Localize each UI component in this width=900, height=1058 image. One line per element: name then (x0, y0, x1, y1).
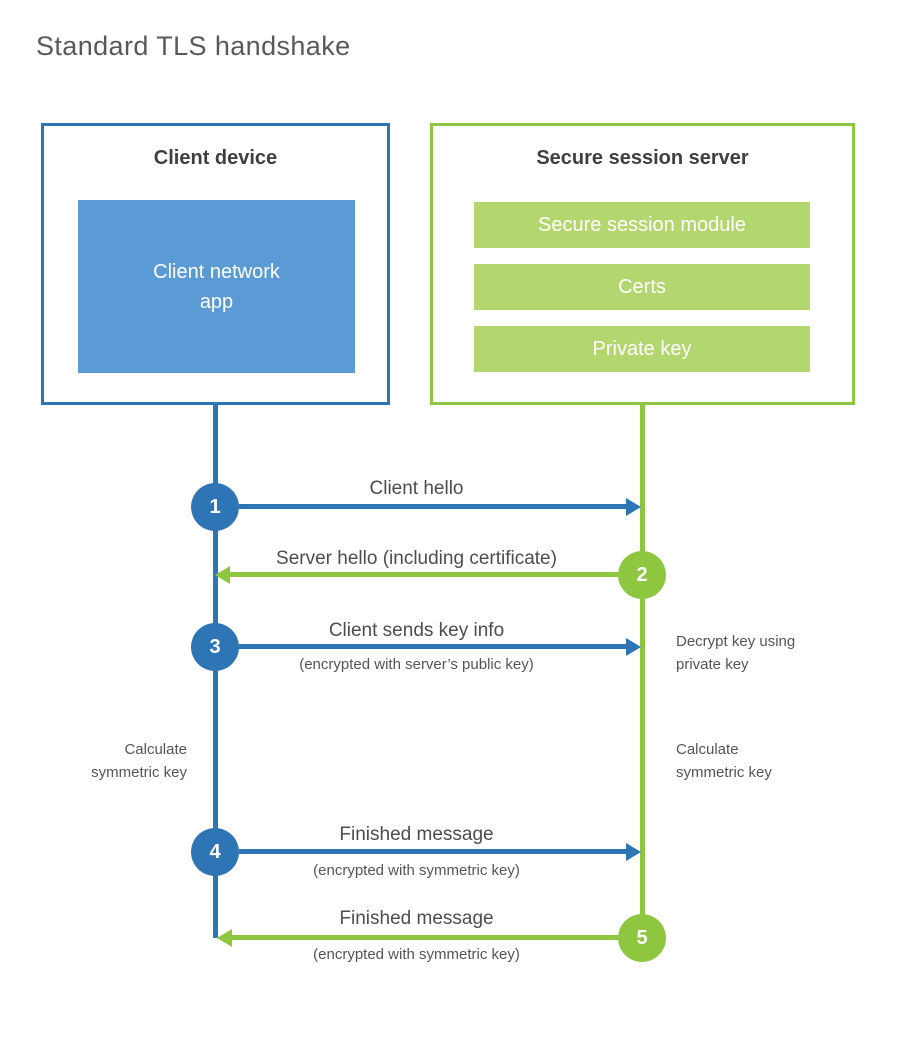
client-device-title: Client device (153, 147, 278, 169)
arrow-client-hello (239, 504, 626, 509)
server-modules: Secure session module Certs Private key (474, 202, 810, 372)
server-module-certs: Certs (474, 264, 810, 310)
step-1-number: 1 (209, 495, 221, 518)
client-device-box: Client device Client network app (41, 123, 390, 405)
note-calculate-symmetric-key-client: Calculate symmetric key (91, 741, 187, 782)
server-module-secure-session-module: Secure session module (474, 202, 810, 248)
message-sublabel-finished-client: (encrypted with symmetric key) (313, 862, 520, 879)
secure-session-server-title: Secure session server (536, 147, 749, 169)
step-3-badge: 3 (191, 623, 239, 671)
server-lifeline (640, 405, 645, 938)
note-calculate-symmetric-key-server: Calculate symmetric key (676, 741, 772, 782)
step-4-badge: 4 (191, 828, 239, 876)
message-label-client-key-info: Client sends key info (328, 620, 505, 641)
step-5-badge: 5 (618, 914, 666, 962)
page-title: Standard TLS handshake (36, 31, 351, 61)
message-label-finished-server: Finished message (339, 908, 494, 929)
step-5-number: 5 (636, 926, 648, 949)
step-1-badge: 1 (191, 483, 239, 531)
message-label-finished-client: Finished message (339, 824, 494, 845)
message-label-client-hello: Client hello (369, 478, 464, 499)
message-sublabel-finished-server: (encrypted with symmetric key) (313, 946, 520, 963)
server-module-private-key: Private key (474, 326, 810, 372)
step-2-number: 2 (636, 563, 648, 586)
message-sublabel-client-key-info: (encrypted with server’s public key) (299, 656, 534, 673)
message-label-server-hello: Server hello (including certificate) (276, 548, 557, 569)
arrow-finished-message-client (239, 849, 626, 854)
step-3-number: 3 (209, 635, 221, 658)
arrow-finished-message-server (232, 935, 618, 940)
arrow-client-key-info (239, 644, 626, 649)
client-network-app-label: Client network app (153, 260, 280, 313)
step-2-badge: 2 (618, 551, 666, 599)
step-4-number: 4 (209, 840, 221, 863)
arrow-server-hello (230, 572, 618, 577)
secure-session-server-box: Secure session server Secure session mod… (430, 123, 855, 405)
client-network-app-box: Client network app (78, 200, 355, 373)
client-lifeline (213, 405, 218, 938)
note-decrypt-key: Decrypt key using private key (676, 633, 796, 674)
